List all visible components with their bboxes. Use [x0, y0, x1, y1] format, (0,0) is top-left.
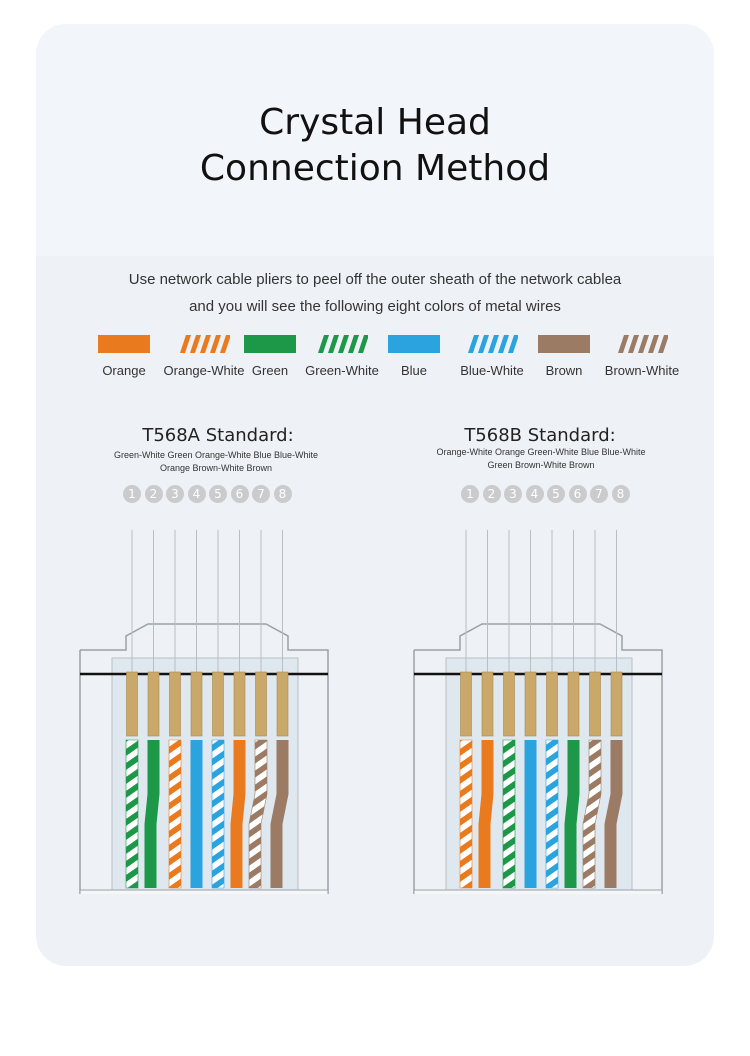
- wire-color-legend: Orange Orange-White Green Green-White Blue Bl…: [36, 335, 714, 405]
- swatch-orange-chip: [98, 335, 150, 353]
- swatch-orange-white-chip: [180, 335, 230, 353]
- pin-number-3: 3: [504, 485, 522, 503]
- t568b-wire-2-orange: [478, 530, 494, 888]
- swatch-orange: Orange: [74, 335, 174, 378]
- t568b-wire-3-green-white: [502, 530, 516, 889]
- t568b-sequence: Orange-White Orange Green-White Blue Blu…: [406, 446, 676, 472]
- t568b-sequence-line-2: Green Brown-White Brown: [487, 460, 595, 470]
- t568a-wire-2-green: [144, 530, 160, 888]
- pin-number-2: 2: [482, 485, 501, 503]
- pin-number-7: 7: [252, 485, 270, 503]
- swatch-blue-chip: [388, 335, 440, 353]
- t568b-connector-body: [445, 657, 633, 891]
- pin-number-1: 1: [123, 485, 141, 503]
- content-card: Crystal Head Connection Method Use netwo…: [36, 24, 714, 966]
- t568a-wire-6-orange: [230, 530, 246, 888]
- t568b-wire-4-blue: [524, 530, 537, 888]
- swatch-label-brown-white: Brown-White: [604, 363, 680, 378]
- title-line-2: Connection Method: [199, 148, 551, 189]
- swatch-label-blue-white: Blue-White: [460, 363, 524, 378]
- t568b-connector-diagram: [413, 530, 663, 894]
- intro-line-1: Use network cable pliers to peel off the…: [128, 271, 622, 288]
- t568b-connector-outline: [413, 623, 663, 894]
- t568a-wire-4-blue: [190, 530, 203, 888]
- swatch-blue-white: Blue-White: [442, 335, 542, 378]
- pin-number-4: 4: [525, 485, 544, 503]
- pin-number-6: 6: [568, 485, 587, 503]
- pin-number-6: 6: [230, 485, 249, 503]
- t568a-wire-1-green-white: [125, 530, 139, 889]
- swatch-blue-white-chip: [468, 335, 518, 353]
- t568b-connector-base: [413, 889, 663, 894]
- swatch-orange-white: Orange-White: [154, 335, 254, 378]
- pin-number-4: 4: [187, 485, 206, 503]
- t568b-sequence-line-1: Orange-White Orange Green-White Blue Blu…: [436, 447, 646, 457]
- swatch-green-white-chip: [318, 335, 368, 353]
- swatch-label-blue: Blue: [400, 363, 428, 378]
- swatch-green-white: Green-White: [292, 335, 392, 378]
- intro-line-2: and you will see the following eight col…: [189, 298, 561, 315]
- pin-number-8: 8: [611, 485, 630, 503]
- t568a-wire-7-brown-white: [248, 530, 268, 889]
- pin-number-5: 5: [547, 485, 565, 503]
- swatch-brown: Brown: [514, 335, 614, 378]
- swatch-label-green-white: Green-White: [305, 363, 379, 378]
- t568b-wire-6-green: [564, 530, 580, 888]
- t568a-wire-3-orange-white: [168, 530, 182, 889]
- t568a-sequence: Green-White Green Orange-White Blue Blue…: [81, 449, 351, 475]
- swatch-label-orange: Orange: [102, 363, 146, 378]
- t568a-connector-diagram: [79, 530, 329, 894]
- title-line-1: Crystal Head: [259, 102, 491, 143]
- swatch-green: Green: [220, 335, 320, 378]
- pin-number-8: 8: [273, 485, 292, 503]
- t568b-wire-1-orange-white: [459, 530, 473, 889]
- t568a-connector-outline: [79, 623, 329, 894]
- pin-number-7: 7: [590, 485, 608, 503]
- swatch-brown-white: Brown-White: [592, 335, 692, 378]
- swatch-blue: Blue: [364, 335, 464, 378]
- swatch-green-chip: [244, 335, 296, 353]
- t568a-connector-base: [79, 889, 329, 894]
- swatch-label-green: Green: [251, 363, 289, 378]
- t568b-wire-8-brown: [604, 530, 623, 888]
- pin-number-5: 5: [209, 485, 227, 503]
- header-panel: [36, 24, 714, 256]
- t568a-wire-8-brown: [270, 530, 289, 888]
- t568a-title: T568A Standard:: [142, 425, 294, 446]
- swatch-label-brown: Brown: [545, 363, 583, 378]
- intro-text: Use network cable pliers to peel off the…: [36, 266, 714, 320]
- swatch-label-orange-white: Orange-White: [163, 363, 245, 378]
- t568b-title: T568B Standard:: [464, 425, 616, 446]
- t568a-sequence-line-2: Orange Brown-White Brown: [159, 463, 273, 473]
- pin-number-2: 2: [144, 485, 163, 503]
- t568a-wire-5-blue-white: [211, 530, 225, 889]
- pin-number-1: 1: [461, 485, 479, 503]
- page-title: Crystal Head Connection Method: [36, 100, 714, 192]
- t568a-sequence-line-1: Green-White Green Orange-White Blue Blue…: [113, 450, 319, 460]
- pin-number-3: 3: [166, 485, 184, 503]
- t568b-wire-7-brown-white: [582, 530, 602, 889]
- swatch-brown-chip: [538, 335, 590, 353]
- t568b-wire-5-blue-white: [545, 530, 559, 889]
- t568a-connector-body: [111, 657, 299, 891]
- swatch-brown-white-chip: [618, 335, 668, 353]
